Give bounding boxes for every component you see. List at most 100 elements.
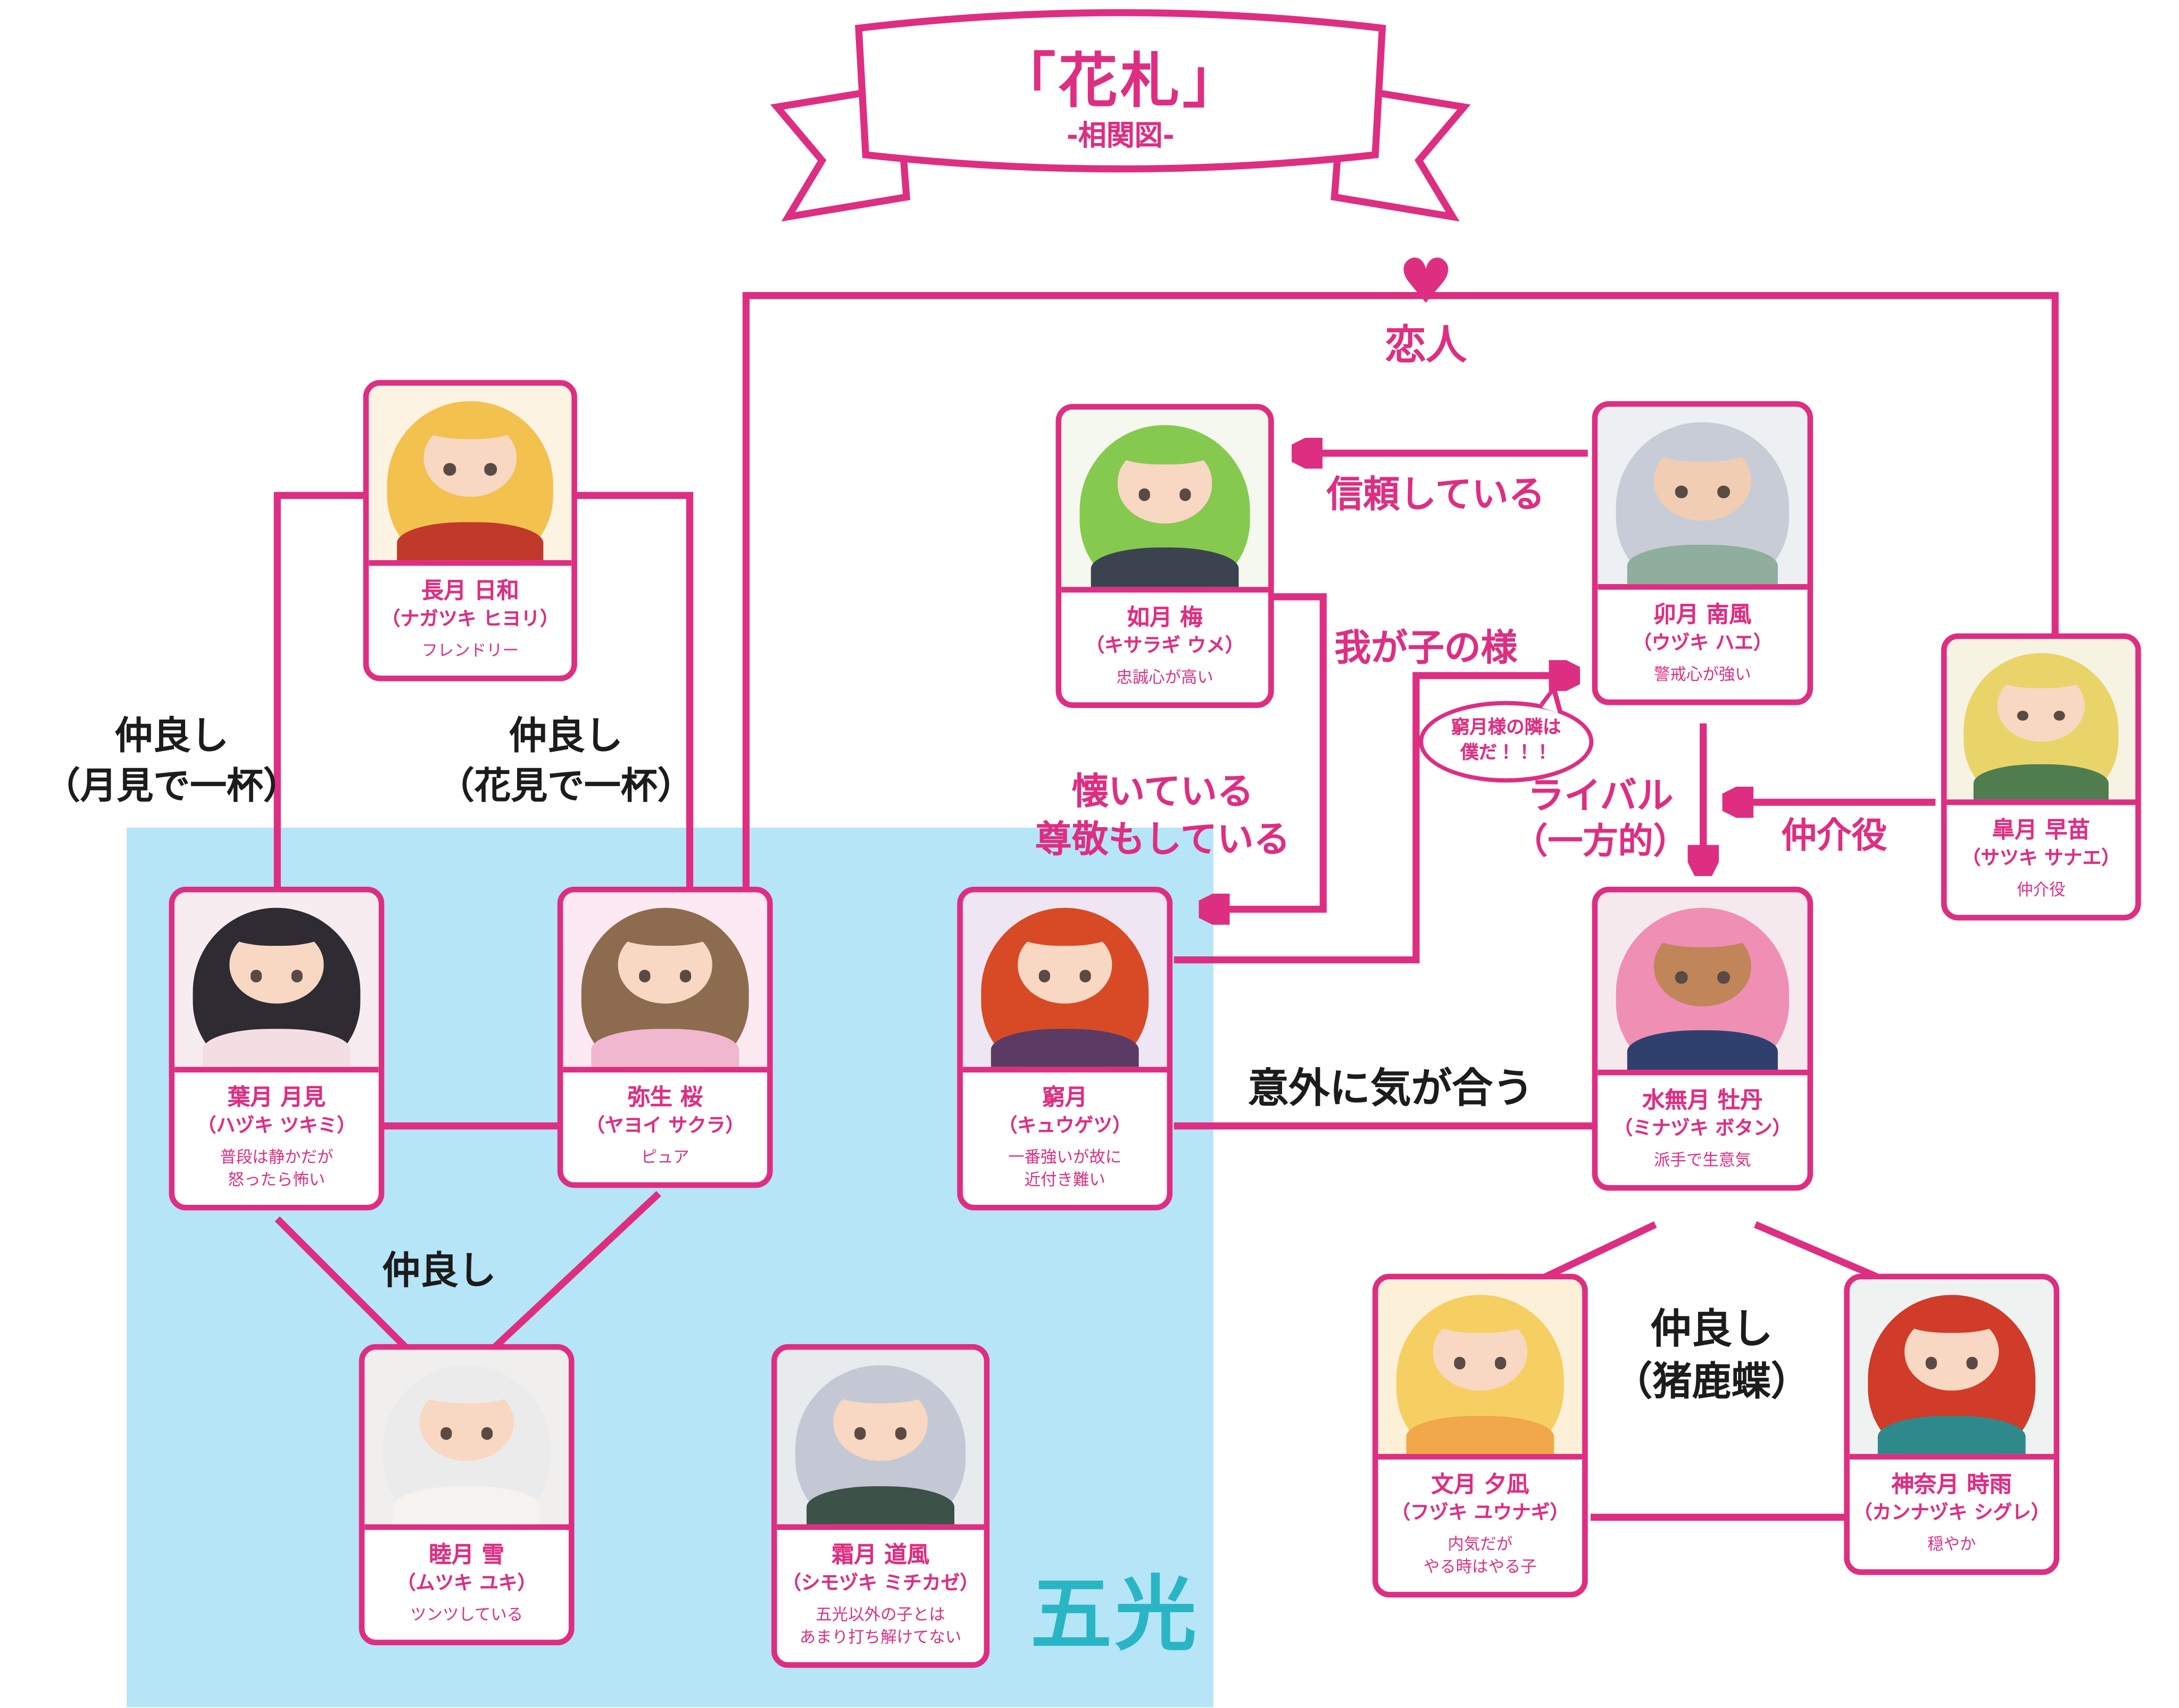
namebox: 長月 日和 （ナガツキ ヒヨリ） フレンドリー [369, 566, 571, 676]
label-attached-2: 尊敬もしている [1035, 819, 1291, 862]
card-shigure: 神奈月 時雨 （カンナヅキ シグレ） 穏やか [1844, 1273, 2060, 1576]
card-sakura: 弥生 桜 （ヤヨイ サクラ） ピュア [557, 886, 773, 1188]
char-name: 卯月 南風 [1653, 601, 1752, 628]
namebox: 水無月 牡丹 （ミナヅキ ボタン） 派手で生意気 [1598, 1076, 1807, 1186]
portrait-sakura [563, 892, 768, 1073]
portrait-yuki [364, 1349, 569, 1530]
label-rival-1: ライバル [1527, 775, 1674, 818]
label-friends-inoshikacho-1: 仲良し [1650, 1304, 1773, 1353]
char-desc: ピュア [641, 1147, 689, 1167]
line-hiyori-tsukimi [273, 491, 369, 908]
char-desc: 派手で生意気 [1654, 1149, 1751, 1170]
char-name: 睦月 雪 [429, 1541, 505, 1568]
char-name: 弥生 桜 [627, 1084, 703, 1111]
label-like-own-child: 我が子の様 [1334, 628, 1518, 670]
namebox: 如月 梅 （キサラギ ウメ） 忠誠心が高い [1061, 593, 1268, 703]
char-desc: 仲介役 [2017, 879, 2066, 899]
portrait-hae [1598, 406, 1808, 590]
label-attached-1: 懐いている [1071, 771, 1254, 814]
portrait-tsukimi [174, 892, 379, 1073]
speech-bubble-line: 窮月様の隣は [1451, 718, 1561, 740]
line-tsukimi-yuki [275, 1216, 429, 1371]
namebox: 睦月 雪 （ムツキ ユキ） ツンツしている [364, 1530, 569, 1640]
char-name: 窮月 [1042, 1084, 1088, 1111]
label-trusts: 信頼している [1326, 474, 1545, 517]
card-yuki: 睦月 雪 （ムツキ ユキ） ツンツしている [359, 1344, 575, 1646]
namebox: 文月 夕凪 （フヅキ ユウナギ） 内気だがやる時はやる子 [1378, 1460, 1582, 1592]
char-reading: （ウヅキ ハエ） [1633, 631, 1773, 654]
label-friends: 仲良し [382, 1249, 496, 1294]
card-ume: 如月 梅 （キサラギ ウメ） 忠誠心が高い [1055, 404, 1274, 709]
namebox: 卯月 南風 （ウヅキ ハエ） 警戒心が強い [1598, 590, 1807, 700]
char-name: 皐月 早苗 [1992, 816, 2090, 843]
chart-subtitle: -相関図- [1066, 118, 1175, 152]
namebox: 葉月 月見 （ハヅキ ツキミ） 普段は静かだが怒ったら怖い [174, 1072, 379, 1205]
char-reading: （ハヅキ ツキミ） [197, 1114, 356, 1137]
speech-bubble-line: 僕だ！！！ [1460, 743, 1552, 764]
char-desc: 内気だがやる時はやる子 [1423, 1534, 1537, 1577]
label-lovers: 恋人 [1385, 321, 1467, 369]
label-get-along: 意外に気が合う [1247, 1064, 1534, 1112]
namebox: 神奈月 時雨 （カンナヅキ シグレ） 穏やか [1850, 1460, 2054, 1570]
char-reading: （キュウゲツ） [998, 1114, 1132, 1137]
char-name: 霜月 道風 [831, 1541, 930, 1568]
heart-icon: ♥ [1398, 246, 1454, 318]
card-tsukimi: 葉月 月見 （ハヅキ ツキミ） 普段は静かだが怒ったら怖い [169, 886, 385, 1211]
char-desc: 普段は静かだが怒ったら怖い [220, 1147, 334, 1190]
namebox: 弥生 桜 （ヤヨイ サクラ） ピュア [563, 1072, 767, 1182]
char-reading: （フヅキ ユウナギ） [1391, 1501, 1569, 1524]
card-yunagi: 文月 夕凪 （フヅキ ユウナギ） 内気だがやる時はやる子 [1372, 1273, 1588, 1598]
label-friends-hanami-1: 仲良し [509, 715, 623, 759]
portrait-kyugetsu [962, 892, 1167, 1073]
char-desc: 五光以外の子とはあまり打ち解けてない [799, 1604, 962, 1647]
portrait-ume [1061, 409, 1269, 593]
char-name: 文月 夕凪 [1431, 1471, 1529, 1498]
char-reading: （カンナヅキ シグレ） [1853, 1501, 2050, 1524]
char-desc: フレンドリー [421, 640, 519, 661]
char-name: 神奈月 時雨 [1891, 1471, 2012, 1498]
char-desc: 忠誠心が高い [1116, 667, 1213, 687]
card-hae: 卯月 南風 （ウヅキ ハエ） 警戒心が強い [1592, 401, 1814, 705]
line-ume-kyugetsu [1205, 593, 1327, 909]
char-reading: （キサラギ ウメ） [1085, 634, 1244, 657]
char-desc: 一番強いが故に近付き難い [1008, 1147, 1122, 1190]
label-mediator: 仲介役 [1781, 815, 1887, 856]
label-rival-2: （一方的） [1512, 820, 1689, 862]
char-name: 長月 日和 [421, 577, 519, 604]
label-friends-hanami-2: （花見で一杯） [437, 765, 694, 808]
banner-ribbon: 「花札」 -相関図- [760, 6, 1481, 248]
char-desc: 穏やか [1927, 1534, 1976, 1554]
line-hiyori-sakura [571, 491, 694, 908]
char-name: 如月 梅 [1127, 604, 1203, 631]
card-hiyori: 長月 日和 （ナガツキ ヒヨリ） フレンドリー [363, 380, 577, 681]
portrait-yunagi [1378, 1279, 1583, 1460]
char-desc: 警戒心が強い [1654, 664, 1751, 684]
line-botan-shigure [1753, 1221, 1888, 1284]
portrait-hiyori [369, 386, 572, 566]
label-friends-inoshikacho-2: （猪鹿蝶） [1613, 1358, 1810, 1405]
namebox: 霜月 道風 （シモヅキ ミチカゼ） 五光以外の子とはあまり打ち解けてない [777, 1530, 984, 1662]
line-kyugetsu-hae [1174, 676, 1574, 964]
card-kyugetsu: 窮月 （キュウゲツ） 一番強いが故に近付き難い [957, 886, 1173, 1211]
card-michikaze: 霜月 道風 （シモヅキ ミチカゼ） 五光以外の子とはあまり打ち解けてない [771, 1344, 990, 1669]
card-botan: 水無月 牡丹 （ミナヅキ ボタン） 派手で生意気 [1592, 886, 1814, 1191]
chart-title: 「花札」 [996, 46, 1245, 115]
char-reading: （シモヅキ ミチカゼ） [782, 1572, 979, 1595]
speech-bubble: 窮月様の隣は 僕だ！！！ [1419, 701, 1594, 783]
char-reading: （ミナヅキ ボタン） [1614, 1117, 1792, 1140]
line-sakura-yuki [479, 1190, 661, 1362]
portrait-michikaze [777, 1349, 984, 1530]
namebox: 皐月 早苗 （サツキ サナエ） 仲介役 [1947, 805, 2135, 915]
char-name: 葉月 月見 [227, 1084, 326, 1111]
gokou-label: 五光 [1030, 1566, 1200, 1662]
char-name: 水無月 牡丹 [1642, 1086, 1763, 1113]
char-desc: ツンツしている [410, 1604, 523, 1624]
card-sanae: 皐月 早苗 （サツキ サナエ） 仲介役 [1941, 633, 2141, 921]
line-lovers [742, 292, 2059, 908]
line-botan-yunagi [1535, 1221, 1657, 1284]
portrait-shigure [1849, 1279, 2054, 1460]
label-friends-moonviewing-1: 仲良し [114, 715, 229, 759]
char-reading: （ヤヨイ サクラ） [586, 1114, 745, 1137]
